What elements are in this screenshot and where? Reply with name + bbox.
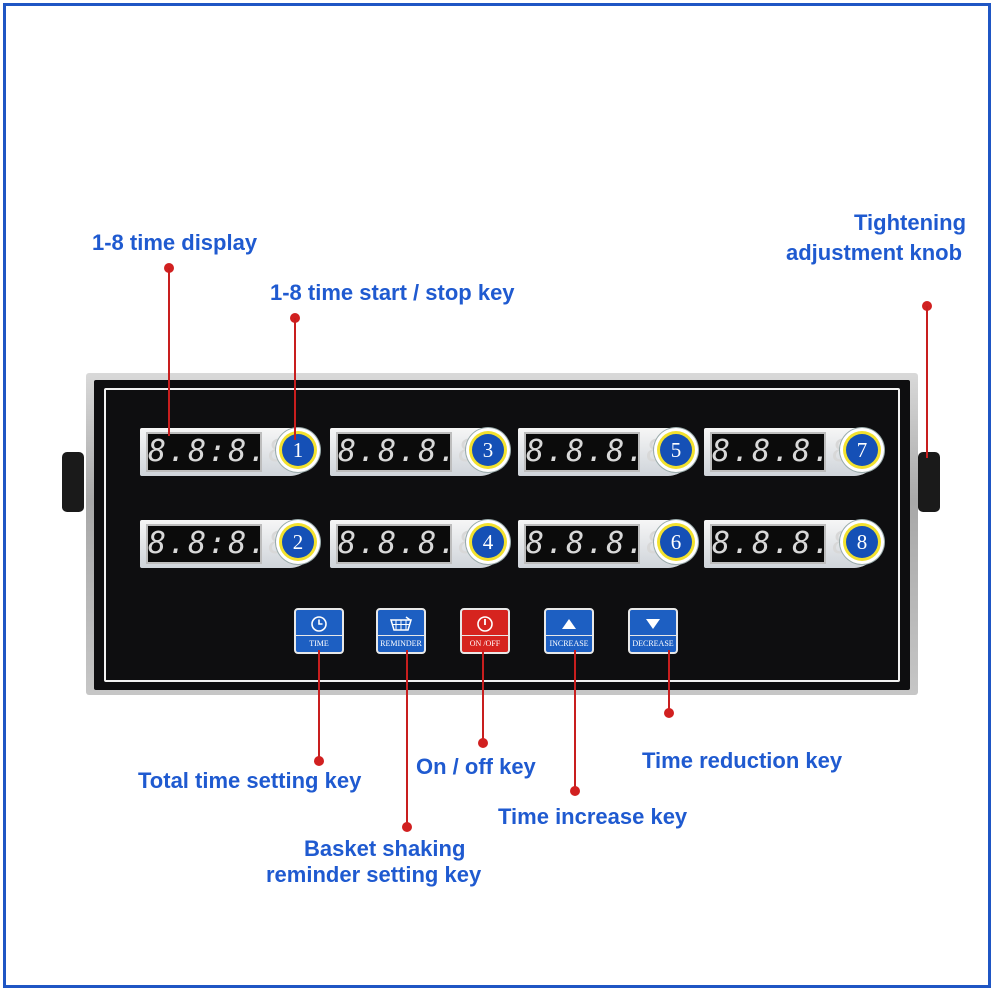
increase-label: Time increase key <box>498 804 688 829</box>
on-off-key[interactable]: ON /OFF <box>460 608 510 654</box>
reduction-leader <box>668 650 670 712</box>
time-display-8: 8.8.8.8. <box>710 524 873 564</box>
display-digits: 8.8.8.8. <box>526 434 687 469</box>
on-off-key-label: ON /OFF <box>462 635 508 652</box>
reminder-key[interactable]: REMINDER <box>376 608 426 654</box>
total-time-label: Total time setting key <box>138 768 362 793</box>
timer-6: 8.8.8.8. 6 <box>518 518 704 570</box>
left-knob <box>62 452 84 512</box>
reduction-pointer-dot <box>664 708 674 718</box>
start-stop-button-4[interactable]: 4 <box>466 520 510 564</box>
timer-3: 8.8.8.8. 3 <box>330 426 516 478</box>
display-digits: 8.8.8.8. <box>338 434 499 469</box>
increase-key-label: INCREASE <box>546 635 592 652</box>
triangle-up-icon <box>562 619 576 629</box>
display-digits: 8.8.8.8. <box>712 526 873 561</box>
display-digits: 8.8:8.8. <box>148 434 309 469</box>
button-number: 8 <box>846 526 878 558</box>
increase-leader <box>574 650 576 790</box>
on-off-label: On / off key <box>416 754 536 779</box>
start-stop-button-5[interactable]: 5 <box>654 428 698 472</box>
start-stop-button-1[interactable]: 1 <box>276 428 320 472</box>
button-number: 2 <box>282 526 314 558</box>
power-icon <box>477 616 493 632</box>
time-display-5: 8.8.8.8. <box>524 432 687 472</box>
time-display-3: 8.8.8.8. <box>336 432 499 472</box>
time-display-leader <box>168 268 170 436</box>
knob-label-line2: adjustment knob <box>786 240 963 265</box>
reduction-label: Time reduction key <box>642 748 843 773</box>
basket-label-line1: Basket shaking <box>304 836 466 861</box>
start-stop-button-3[interactable]: 3 <box>466 428 510 472</box>
timer-8: 8.8.8.8. 8 <box>704 518 890 570</box>
start-stop-button-6[interactable]: 6 <box>654 520 698 564</box>
start-stop-label: 1-8 time start / stop key <box>270 280 515 305</box>
button-number: 7 <box>846 434 878 466</box>
clock-icon <box>311 616 327 632</box>
timer-2: 8.8:8.8. 2 <box>140 518 326 570</box>
display-digits: 8.8:8.8. <box>148 526 309 561</box>
timer-4: 8.8.8.8. 4 <box>330 518 516 570</box>
display-digits: 8.8.8.8. <box>712 434 873 469</box>
button-number: 6 <box>660 526 692 558</box>
image-border <box>3 3 991 988</box>
time-key-label: TIME <box>296 635 342 652</box>
basket-icon <box>389 616 413 631</box>
button-number: 1 <box>282 434 314 466</box>
total-time-leader <box>318 650 320 760</box>
button-number: 5 <box>660 434 692 466</box>
time-display-label: 1-8 time display <box>92 230 258 255</box>
decrease-key-label: DECREASE <box>630 635 676 652</box>
panel-border <box>104 388 900 682</box>
start-stop-button-2[interactable]: 2 <box>276 520 320 564</box>
on-off-leader <box>482 650 484 742</box>
triangle-down-icon <box>646 619 660 629</box>
knob-leader <box>926 306 928 458</box>
basket-pointer-dot <box>402 822 412 832</box>
time-key[interactable]: TIME <box>294 608 344 654</box>
start-stop-leader <box>294 318 296 440</box>
timer-1: 8.8:8.8. 1 <box>140 426 326 478</box>
time-display-2: 8.8:8.8. <box>146 524 309 564</box>
on-off-pointer-dot <box>478 738 488 748</box>
reminder-key-label: REMINDER <box>378 635 424 652</box>
start-stop-button-8[interactable]: 8 <box>840 520 884 564</box>
display-digits: 8.8.8.8. <box>526 526 687 561</box>
display-digits: 8.8.8.8. <box>338 526 499 561</box>
decrease-key[interactable]: DECREASE <box>628 608 678 654</box>
tightening-knob[interactable] <box>918 452 940 512</box>
time-display-1: 8.8:8.8. <box>146 432 309 472</box>
total-time-pointer-dot <box>314 756 324 766</box>
timer-7: 8.8.8.8. 7 <box>704 426 890 478</box>
button-number: 4 <box>472 526 504 558</box>
basket-label-line2: reminder setting key <box>266 862 482 887</box>
timer-5: 8.8.8.8. 5 <box>518 426 704 478</box>
knob-label-line1: Tightening <box>854 210 967 235</box>
start-stop-button-7[interactable]: 7 <box>840 428 884 472</box>
increase-pointer-dot <box>570 786 580 796</box>
basket-leader <box>406 650 408 826</box>
time-display-7: 8.8.8.8. <box>710 432 873 472</box>
button-number: 3 <box>472 434 504 466</box>
time-display-6: 8.8.8.8. <box>524 524 687 564</box>
time-display-4: 8.8.8.8. <box>336 524 499 564</box>
increase-key[interactable]: INCREASE <box>544 608 594 654</box>
